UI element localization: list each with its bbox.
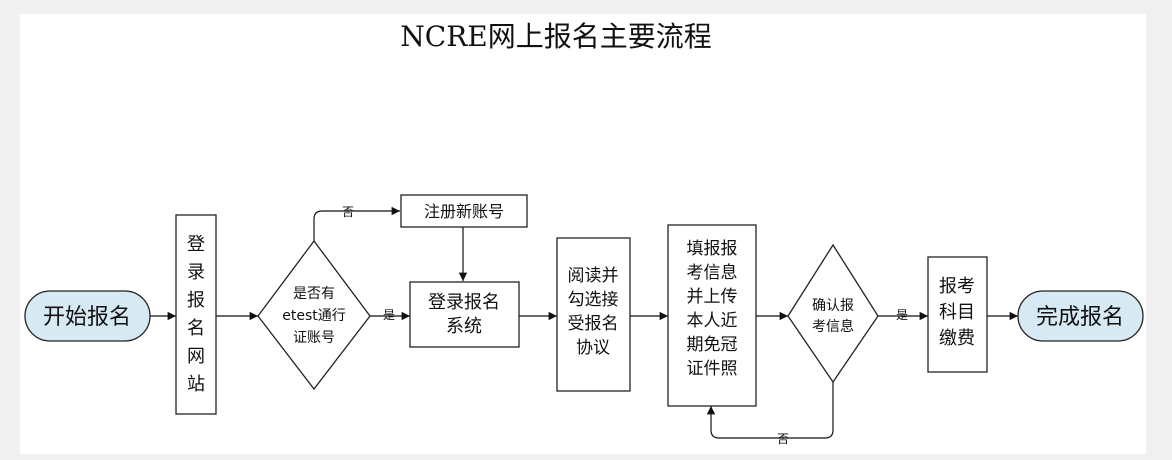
edge-label-no-account: 否	[342, 205, 354, 219]
login-site-char: 网	[187, 346, 205, 367]
login-site-char: 报	[187, 290, 205, 311]
pay-line: 缴费	[939, 328, 975, 349]
has-account-decision: 是否有 etest通行 证账号	[257, 239, 371, 391]
login-system-line: 系统	[446, 316, 482, 337]
login-system-box: 登录报名 系统	[409, 281, 520, 348]
edge-label-no-confirm: 否	[777, 432, 789, 446]
edge-label-yes-account: 是	[383, 308, 395, 322]
login-system-line: 登录报名	[428, 292, 500, 313]
agreement-line: 协议	[576, 338, 610, 358]
login-site-char: 站	[187, 374, 205, 395]
fill-info-box: 填报报 考信息 并上传 本人近 期免冠 证件照	[667, 224, 757, 407]
pay-line: 科目	[939, 302, 975, 323]
login-site-box: 登 录 报 名 网 站	[175, 214, 217, 415]
end-label: 完成报名	[1036, 305, 1124, 330]
fill-info-line: 考信息	[687, 263, 738, 283]
edge-no-to-register	[313, 206, 400, 241]
has-account-line: 证账号	[293, 330, 335, 346]
fill-info-line: 并上传	[687, 287, 738, 307]
has-account-line: etest通行	[282, 308, 346, 324]
pay-line: 报考	[939, 276, 975, 297]
login-site-char: 登	[187, 234, 205, 255]
edge-label-yes-confirm: 是	[896, 308, 908, 322]
register-box: 注册新账号	[400, 194, 528, 228]
login-site-char: 录	[187, 262, 205, 283]
end-terminal: 完成报名	[1017, 290, 1144, 342]
agreement-line: 阅读并	[568, 266, 619, 286]
fill-info-line: 期免冠	[687, 335, 738, 355]
pay-box: 报考 科目 缴费	[927, 256, 988, 373]
agreement-box: 阅读并 勾选接 受报名 协议	[556, 237, 631, 392]
register-label: 注册新账号	[424, 202, 504, 221]
confirm-decision: 确认报 考信息	[787, 243, 879, 384]
login-site-char: 名	[187, 318, 205, 339]
fill-info-line: 证件照	[687, 359, 738, 379]
diagram-title: NCRE网上报名主要流程	[400, 20, 711, 53]
start-label: 开始报名	[43, 305, 131, 330]
fill-info-line: 本人近	[687, 311, 738, 331]
has-account-line: 是否有	[293, 286, 335, 302]
confirm-line: 考信息	[812, 318, 854, 335]
confirm-line: 确认报	[812, 298, 854, 314]
agreement-line: 受报名	[568, 314, 619, 334]
agreement-line: 勾选接	[568, 290, 619, 310]
fill-info-line: 填报报	[687, 239, 738, 259]
edge-confirm-no-to-fill-info	[706, 382, 834, 439]
start-terminal: 开始报名	[24, 290, 151, 342]
